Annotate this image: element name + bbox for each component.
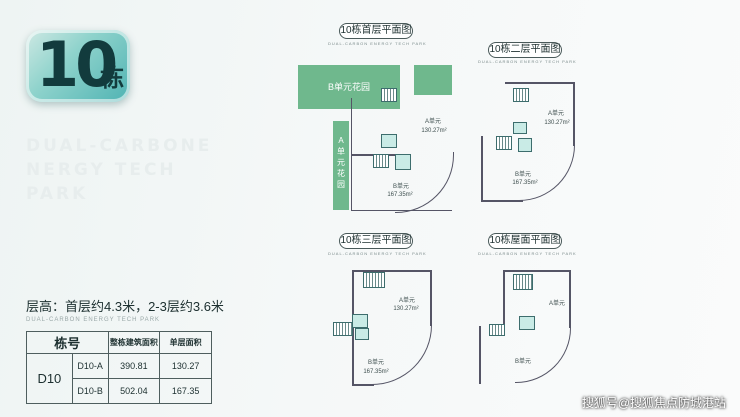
plan3-b-area: 167.35m² <box>363 369 389 375</box>
plan2-top-wall <box>505 82 575 84</box>
table-header: 栋号 <box>26 331 109 354</box>
plan1-a-area: 130.27m² <box>421 128 447 134</box>
building-cell: D10 <box>26 353 73 404</box>
table-header: 整栋建筑面积 <box>107 331 161 354</box>
plan3-subtitle: DUAL-CARBON ENERGY TECH PARK <box>328 251 427 256</box>
plan2-a-area: 130.27m² <box>544 120 570 126</box>
plan2-b-area: 167.35m² <box>512 180 538 186</box>
english-title: DUAL-CARBONE NERGY TECH PARK <box>26 136 213 204</box>
plan3-a-area: 130.27m² <box>393 306 419 312</box>
core-icon <box>513 122 527 134</box>
stair-icon <box>513 88 529 102</box>
stair-icon <box>381 88 397 102</box>
garden-a: A 单 元 花 园 <box>333 121 349 210</box>
plan1-b-area: 167.35m² <box>387 192 413 198</box>
core-icon <box>519 316 535 330</box>
building-badge: 10 栋 <box>26 28 130 102</box>
plan3-right-wall <box>430 270 432 326</box>
plan1-title: 10栋首层平面图 <box>339 23 413 39</box>
plan1-subtitle: DUAL-CARBON ENERGY TECH PARK <box>328 41 427 46</box>
plan3-drawing: A单元 130.27m² B单元 167.35m² <box>325 268 435 393</box>
plan2-b-label: B单元 <box>514 172 531 178</box>
plan3-a-label: A单元 <box>398 298 415 304</box>
plan4-top-wall <box>503 270 571 272</box>
stair-icon <box>363 272 385 288</box>
plan4-b-label: B单元 <box>514 359 531 365</box>
plan4-left-wall-lower <box>479 326 481 384</box>
table-row: D10 D10-A 390.81 130.27 <box>26 353 212 404</box>
plan3-bottom-wall <box>352 384 374 386</box>
plan1-b-label: B单元 <box>392 184 409 190</box>
core-icon <box>355 328 369 340</box>
plan4-title: 10栋屋面平面图 <box>488 233 562 249</box>
plan2-a-label: A单元 <box>547 111 564 117</box>
single-area-cell: 167.35 <box>159 378 212 404</box>
plan2-bottom-wall <box>481 200 523 202</box>
single-area-cell: 130.27 <box>159 353 212 379</box>
plan2-title: 10栋二层平面图 <box>488 42 562 58</box>
area-table-body: 栋号 整栋建筑面积 单层面积 D10 D10-A 390.81 130.27 D… <box>26 331 212 404</box>
floor-height-subtitle: DUAL-CARBON ENERGY TECH PARK <box>26 317 161 323</box>
core-icon <box>352 314 368 328</box>
floor-height-text: 层高：首层约4.3米，2-3层约3.6米 <box>26 299 224 314</box>
total-area-cell: 502.04 <box>107 378 161 404</box>
unit-cell: D10-A <box>71 353 109 379</box>
plan4-a-label: A单元 <box>548 301 565 307</box>
plan4-drawing: A单元 B单元 <box>475 268 575 388</box>
total-area-cell: 390.81 <box>107 353 161 379</box>
garden-small <box>414 65 452 95</box>
stair-icon <box>373 154 389 168</box>
plan3-title: 10栋三层平面图 <box>339 233 413 249</box>
plan4-curve <box>515 324 571 383</box>
plan2-left-wall <box>481 136 483 202</box>
stair-icon <box>333 322 353 336</box>
stair-icon <box>489 324 505 336</box>
plan4-left-wall <box>503 270 505 328</box>
core-icon <box>518 138 532 152</box>
stair-icon <box>496 136 512 150</box>
badge-char: 栋 <box>100 65 124 92</box>
footer-watermark: 搜狐号@搜狐焦点防城港站 <box>581 396 726 410</box>
core-icon <box>381 134 397 148</box>
badge-number: 10 <box>36 28 118 101</box>
plan4-subtitle: DUAL-CARBON ENERGY TECH PARK <box>478 251 577 256</box>
plan1-a-label: A单元 <box>424 119 441 125</box>
core-icon <box>395 154 411 170</box>
table-header: 单层面积 <box>159 331 212 354</box>
table-row: D10-B 502.04 167.35 <box>27 378 212 404</box>
plan2-drawing: A单元 130.27m² B单元 167.35m² <box>478 80 578 205</box>
unit-cell: D10-B <box>71 378 109 404</box>
plan1-drawing: B单元花园 A 单 元 花 园 A单元 130.27m² B单元 167.35m… <box>295 62 455 217</box>
plan3-curve <box>371 322 432 385</box>
stair-icon <box>513 274 533 290</box>
plan3-b-label: B单元 <box>367 360 384 366</box>
table-header-row: 栋号 整栋建筑面积 单层面积 <box>26 331 212 354</box>
plan2-subtitle: DUAL-CARBON ENERGY TECH PARK <box>478 59 577 64</box>
